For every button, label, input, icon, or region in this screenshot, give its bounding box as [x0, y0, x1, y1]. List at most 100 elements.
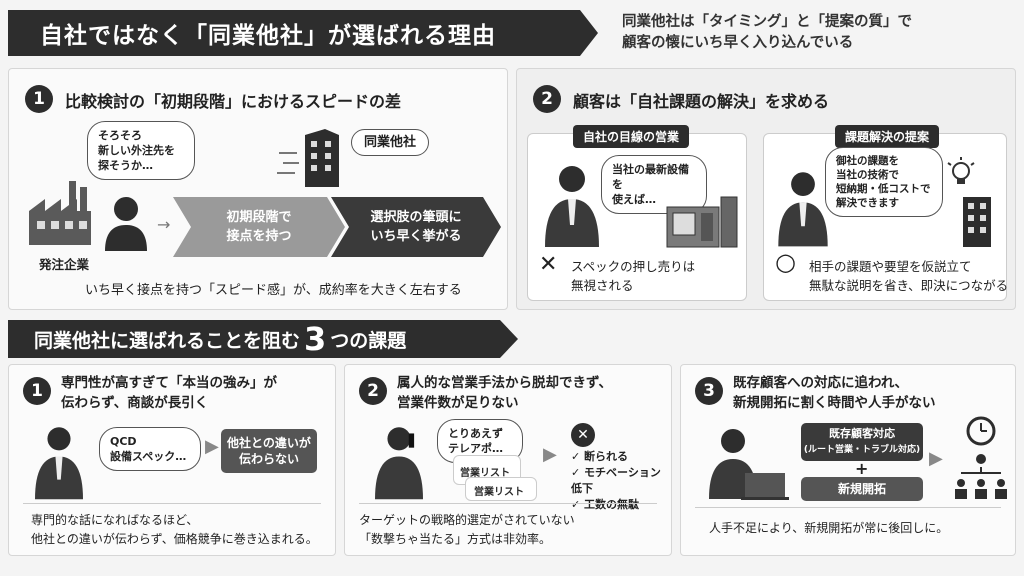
laptop-worker-icon: [709, 429, 789, 500]
card-caption: 専門的な話になればなるほど、 他社との違いが伝わらず、価格競争に巻き込まれる。: [31, 511, 318, 549]
bubble-line: 御社の課題を: [836, 155, 899, 167]
divider: [23, 503, 321, 504]
plus-sign: +: [855, 459, 869, 478]
arrow-icon: ▶: [929, 448, 943, 469]
bubble-line: 当社の最新設備を: [612, 163, 689, 191]
box-line: 他社との違いが: [227, 436, 311, 450]
new-business-box: 新規開拓: [801, 477, 923, 501]
result-line: 相手の課題や要望を仮説立て: [809, 259, 972, 274]
step-line: 初期段階で: [226, 210, 292, 225]
competitor-bubble: 同業他社: [351, 129, 430, 156]
subtitle-line-1: 同業他社は「タイミング」と「提案の質」で: [622, 14, 912, 30]
divider: [695, 507, 1001, 508]
card-number: 3: [695, 377, 723, 405]
spec-bubble: QCD 設備スペック…: [99, 427, 201, 471]
section-title-suffix: つの課題: [330, 329, 407, 352]
card-caption: ターゲットの戦略的選定がされていない 「数撃ちゃ当たる」方式は非効率。: [359, 511, 575, 549]
caption-line: ターゲットの戦略的選定がされていない: [359, 513, 575, 527]
bubble-line: 設備スペック…: [110, 450, 187, 463]
step-top-choice: 選択肢の筆頭にいち早く挙がる: [331, 197, 501, 257]
panel-title: 比較検討の「初期段階」におけるスピードの差: [65, 92, 402, 111]
client-label: 発注企業: [39, 257, 90, 272]
caption-line: 専門的な話になればなるほど、: [31, 513, 199, 527]
title-line: 専門性が高すぎて「本当の強み」が: [61, 375, 277, 391]
challenge-card-1: 1 専門性が高すぎて「本当の強み」が 伝わらず、商談が長引く QCD 設備スペッ…: [8, 364, 336, 556]
self-centric-tag: 自社の目線の営業: [573, 125, 690, 148]
machine-icon: [666, 196, 738, 248]
result-line: スペックの押し売りは: [571, 259, 696, 274]
bubble-line: 短納期・低コストで: [836, 183, 931, 195]
no-difference-box: 他社との違いが伝わらない: [221, 429, 317, 473]
solution-bubble: 御社の課題を 当社の技術で 短納期・低コストで 解決できます: [825, 147, 943, 217]
bubble-line: テレアポ…: [448, 442, 503, 455]
box-line: (ルート営業・トラブル対応): [803, 445, 921, 455]
section-title-number: 3: [304, 320, 327, 358]
challenge-card-2: 2 属人的な営業手法から脱却できず、 営業件数が足りない とりあえず テレアポ……: [344, 364, 672, 556]
clock-org-icon: [955, 416, 1007, 499]
arrow-icon: →: [157, 215, 171, 234]
box-line: 伝わらない: [238, 452, 299, 466]
solution-panel: 2 顧客は「自社課題の解決」を求める 自社の目線の営業 当社の最新設備を 使えば…: [516, 68, 1016, 310]
self-centric-result: スペックの押し売りは 無視される: [571, 257, 695, 295]
card-title: 専門性が高すぎて「本当の強み」が 伝わらず、商談が長引く: [61, 373, 277, 413]
title-line: 既存顧客への対応に追われ、: [733, 375, 908, 391]
businessman-icon: [35, 427, 83, 500]
divider: [359, 503, 657, 504]
caption-line: 他社との違いが伝わらず、価格競争に巻き込まれる。: [31, 532, 318, 546]
subtitle-line-2: 顧客の懐にいち早く入り込んでいる: [622, 35, 854, 51]
results-list: ✓ 断られる ✓ モチベーション低下 ✓ 工数の無駄: [571, 450, 661, 511]
challenge-card-3: 3 既存顧客への対応に追われ、 新規開拓に割く時間や人手がない 既存顧客対応 (ル…: [680, 364, 1016, 556]
panel-title: 顧客は「自社課題の解決」を求める: [573, 92, 830, 111]
solution-tag: 課題解決の提案: [835, 125, 940, 148]
title-line: 新規開拓に割く時間や人手がない: [733, 395, 936, 411]
bubble-line: QCD: [110, 435, 137, 448]
bubble-line: 探そうか…: [98, 159, 153, 172]
caption-line: 「数撃ちゃ当たる」方式は非効率。: [359, 532, 552, 546]
panel-number: 2: [533, 85, 561, 113]
client-thought-bubble: そろそろ 新しい外注先を 探そうか…: [87, 121, 195, 180]
cross-mark: ✕: [539, 252, 558, 277]
panel-number: 1: [25, 85, 53, 113]
step-line: 選択肢の筆頭に: [370, 210, 462, 225]
solution-result: 相手の課題や要望を仮説立て 無駄な説明を省き、即決につながる: [809, 257, 1008, 295]
section-title-prefix: 同業他社に選ばれることを阻む: [34, 329, 301, 352]
card-number: 2: [359, 377, 387, 405]
main-title: 自社ではなく「同業他社」が選ばれる理由: [40, 23, 496, 49]
businessman-icon: [545, 166, 599, 247]
bubble-line: とりあえず: [448, 427, 503, 440]
result-item: モチベーション低下: [571, 466, 661, 495]
title-line: 営業件数が足りない: [397, 395, 519, 411]
circle-mark: ○: [775, 248, 796, 276]
card-caption: 人手不足により、新規開拓が常に後回しに。: [709, 521, 949, 535]
cross-icon: ✕: [571, 423, 595, 447]
card-title: 既存顧客への対応に追われ、 新規開拓に割く時間や人手がない: [733, 373, 936, 413]
panel-caption: いち早く接点を持つ「スピード感」が、成約率を大きく左右する: [85, 283, 462, 298]
step-initial-contact: 初期段階で接点を持つ: [173, 197, 345, 257]
list-doc-2: 営業リスト: [465, 477, 537, 501]
arrow-icon: ▶: [205, 436, 219, 457]
businessman-icon: [778, 172, 828, 247]
main-title-banner: 自社ではなく「同業他社」が選ばれる理由: [8, 10, 598, 56]
building-icon: [277, 129, 339, 187]
arrow-icon: ▶: [543, 444, 557, 465]
bubble-line: 新しい外注先を: [98, 144, 175, 157]
result-item: 断られる: [584, 450, 629, 463]
result-item: 工数の無駄: [584, 498, 640, 511]
bubble-line: そろそろ: [98, 129, 142, 142]
step-line: いち早く挙がる: [370, 229, 462, 244]
person-icon: [105, 197, 147, 251]
bubble-line: 当社の技術で: [836, 169, 899, 181]
speed-panel: 1 比較検討の「初期段階」におけるスピードの差 発注企業 そろそろ 新しい外注先…: [8, 68, 508, 310]
result-line: 無視される: [571, 278, 634, 293]
businessman-phone-icon: [375, 427, 423, 500]
step-line: 接点を持つ: [226, 229, 292, 244]
lightbulb-icon: [947, 157, 991, 247]
title-line: 伝わらず、商談が長引く: [61, 395, 209, 411]
bubble-line: 使えば…: [612, 193, 656, 206]
card-title: 属人的な営業手法から脱却できず、 営業件数が足りない: [397, 373, 612, 413]
header-subtitle: 同業他社は「タイミング」と「提案の質」で 顧客の懐にいち早く入り込んでいる: [622, 12, 912, 54]
bubble-line: 解決できます: [836, 197, 899, 209]
title-line: 属人的な営業手法から脱却できず、: [397, 375, 613, 391]
existing-client-box: 既存顧客対応 (ルート営業・トラブル対応): [801, 423, 923, 461]
box-line: 既存顧客対応: [828, 427, 895, 440]
